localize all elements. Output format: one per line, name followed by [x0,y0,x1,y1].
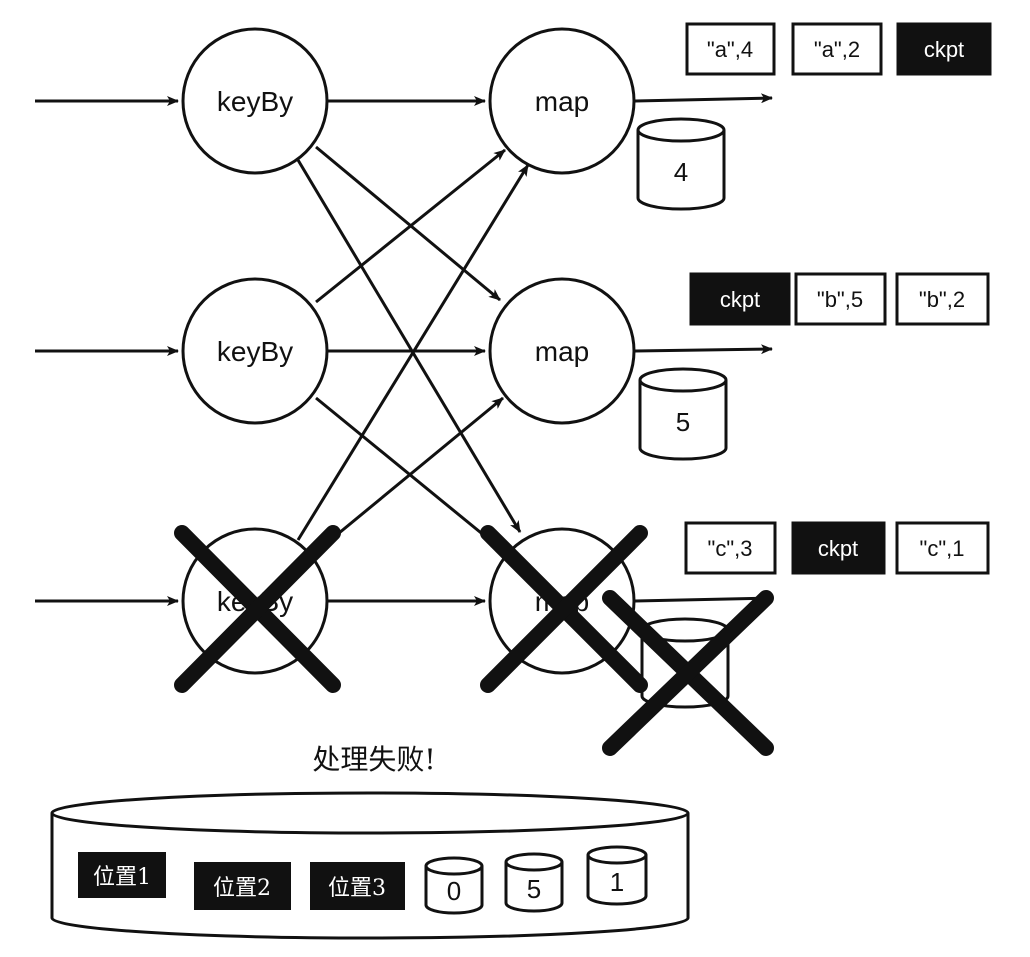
stored-state-cylinder-2: 5 [504,852,564,913]
stored-position-1: 位置1 [78,852,166,898]
stored-state-cylinder-1: 0 [424,856,484,915]
edge-keyby1-map2 [315,145,501,302]
state-cylinder-2: 5 [638,367,728,461]
checkpoint-barrier: ckpt [689,272,791,326]
map-label-1: map [535,86,589,117]
state-cylinder-1: 4 [636,117,726,211]
stored-state-cylinder-3: 1 [586,845,648,906]
record-row-1: "a",4 "a",2 ckpt [685,22,992,76]
map-operator-1: map [488,27,636,175]
keyby-operator-1: keyBy [181,27,329,175]
output-arrow-1 [634,93,773,104]
record-box: "b",5 [794,272,887,326]
keyby-label-2: keyBy [217,336,293,367]
stored-position-3: 位置3 [310,862,405,910]
edge-keyby3-map2 [315,396,504,554]
checkpoint-barrier: ckpt [896,22,992,76]
output-arrow-2 [634,344,773,355]
failure-cross-state-3 [602,590,774,756]
record-box: "a",2 [791,22,883,76]
record-row-3: "c",3 ckpt "c",1 [684,521,990,575]
checkpoint-label: ckpt [720,287,760,312]
record-label: "b",5 [817,287,863,312]
stored-state-label: 0 [447,876,461,906]
failure-cross-map-3 [480,525,648,693]
record-label: "b",2 [919,287,965,312]
record-label: "a",2 [814,37,860,62]
stored-position-label: 位置1 [93,865,151,890]
stored-state-label: 1 [610,867,624,897]
checkpoint-label: ckpt [924,37,964,62]
map-label-2: map [535,336,589,367]
keyby-label-1: keyBy [217,86,293,117]
output-arrow-3 [634,593,773,604]
keyby-operator-2: keyBy [181,277,329,425]
record-label: "c",1 [920,536,965,561]
stored-position-2: 位置2 [194,862,291,910]
failure-message: 处理失败! [312,743,435,776]
checkpoint-barrier: ckpt [791,521,886,575]
state-value-1: 4 [674,157,688,187]
map-operator-2: map [488,277,636,425]
record-row-2: ckpt "b",5 "b",2 [689,272,990,326]
checkpoint-label: ckpt [818,536,858,561]
record-label: "a",4 [707,37,753,62]
state-value-2: 5 [676,407,690,437]
checkpoint-store: 位置1 位置2 位置3 0 5 1 [50,791,690,940]
record-box: "b",2 [895,272,990,326]
stored-position-label: 位置3 [328,876,386,901]
stored-position-label: 位置2 [213,876,271,901]
edge-keyby1-map3 [296,159,522,533]
edge-keyby2-map1 [315,148,506,304]
edge-keyby3-map1 [296,164,530,541]
stored-state-label: 5 [527,874,541,904]
record-box: "c",1 [895,521,990,575]
record-label: "c",3 [708,536,753,561]
failure-cross-keyby-3 [174,525,341,693]
record-box: "c",3 [684,521,777,575]
record-box: "a",4 [685,22,776,76]
